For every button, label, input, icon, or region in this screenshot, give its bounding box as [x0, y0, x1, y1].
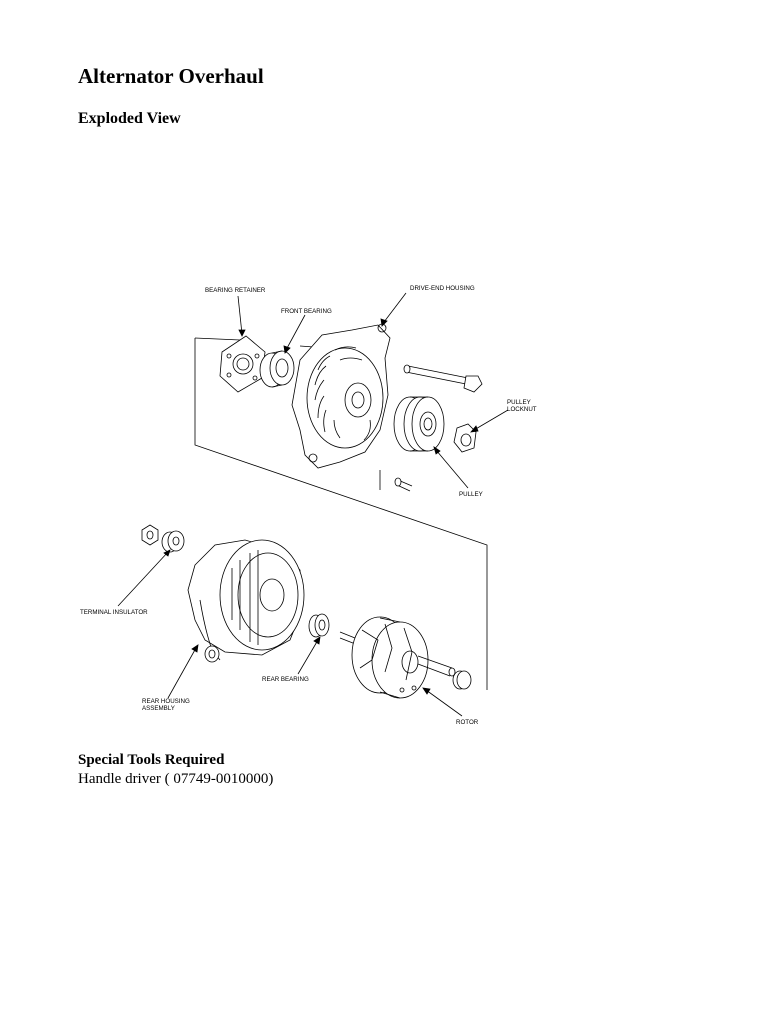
- rotor-part: [339, 616, 456, 699]
- label-terminal-insulator: TERMINAL INSULATOR: [80, 609, 148, 616]
- label-rear-bearing: REAR BEARING: [262, 676, 309, 683]
- leader-arrow: [433, 446, 441, 455]
- label-front-bearing: FRONT BEARING: [281, 308, 332, 315]
- label-bearing-retainer: BEARING RETAINER: [205, 287, 266, 294]
- label-rear-housing-line2: ASSEMBLY: [142, 705, 175, 712]
- leader-rotor: [425, 689, 463, 717]
- special-tools-item: Handle driver ( 07749-0010000): [78, 771, 274, 787]
- page-subtitle: Exploded View: [78, 110, 181, 127]
- page-title: Alternator Overhaul: [78, 64, 264, 88]
- rotor-bearing-part: [452, 670, 472, 690]
- leader-arrow: [163, 549, 171, 557]
- leader-arrow: [191, 644, 199, 653]
- label-pulley-locknut-line2: LOCKNUT: [507, 406, 537, 413]
- leader-terminal-insulator: [117, 551, 169, 607]
- screw-part: [394, 477, 413, 492]
- leader-arrow: [422, 687, 431, 695]
- label-rear-housing-line1: REAR HOUSING: [142, 698, 190, 705]
- drive-end-housing-part: [291, 323, 391, 469]
- leader-arrow: [238, 329, 246, 337]
- leader-front-bearing: [285, 314, 306, 351]
- leader-pulley-locknut: [473, 409, 509, 431]
- label-pulley: PULLEY: [459, 491, 483, 498]
- pulley-locknut-part: [453, 423, 477, 453]
- bearing-retainer-part: [219, 335, 266, 393]
- leader-bearing-retainer: [237, 295, 243, 335]
- label-pulley-locknut-line1: PULLEY: [507, 399, 531, 406]
- exploded-view-diagram: BEARING RETAINER DRIVE-END HOUSING FRONT…: [80, 285, 537, 726]
- leader-rear-housing: [167, 647, 197, 699]
- leader-arrow: [313, 636, 321, 645]
- leader-pulley: [435, 449, 469, 489]
- label-rotor: ROTOR: [456, 719, 479, 726]
- frame-line: [194, 338, 488, 690]
- label-drive-end-housing: DRIVE-END HOUSING: [410, 285, 475, 292]
- pulley-part: [393, 396, 445, 452]
- leader-arrow: [470, 425, 479, 433]
- rear-bearing-part: [308, 613, 330, 638]
- leader-arrow: [283, 345, 291, 354]
- terminal-nut-part: [141, 524, 159, 546]
- front-bearing-part: [259, 350, 295, 388]
- leader-arrow: [380, 318, 388, 327]
- leader-rear-bearing: [297, 639, 319, 675]
- rear-housing-part: [187, 539, 305, 663]
- special-tools-heading: Special Tools Required: [78, 752, 225, 768]
- leader-drive-end-housing: [383, 292, 407, 323]
- frame-line: [194, 337, 241, 341]
- through-bolt-part: [403, 364, 483, 393]
- terminal-insulator-part: [161, 530, 185, 553]
